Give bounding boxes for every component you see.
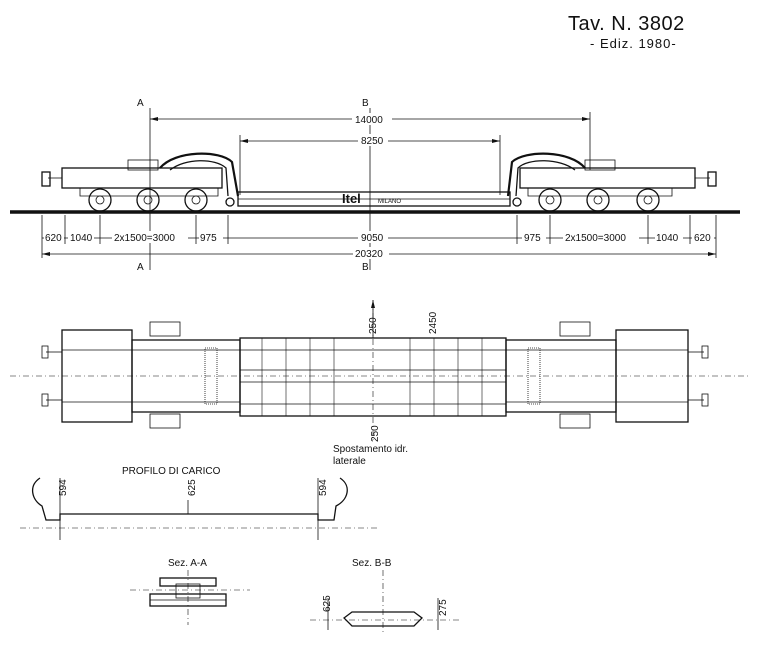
section-mark-a-top: A <box>137 98 144 109</box>
section-mark-b-top: B <box>362 98 369 109</box>
dim-label-275-bb: 275 <box>438 599 449 616</box>
dim-label-8250: 8250 <box>361 136 384 147</box>
dim-label-20320: 20320 <box>355 249 383 260</box>
right-bogie-assembly <box>506 152 717 212</box>
dimension-20320: 20320 <box>42 247 716 260</box>
dim-label-14000: 14000 <box>355 115 383 126</box>
dimension-14000: 14000 <box>150 112 591 170</box>
load-profile: PROFILO DI CARICO 594 625 594 <box>20 466 380 540</box>
dim-label-620-left: 620 <box>45 233 62 244</box>
dim-label-9050: 9050 <box>361 233 384 244</box>
section-bb-title: Sez. B-B <box>352 558 392 569</box>
dim-label-2450: 2450 <box>428 311 439 334</box>
dim-label-bogie-left: 2x1500=3000 <box>114 233 175 244</box>
dim-label-975-left: 975 <box>200 233 217 244</box>
plan-view: 250 2450 250 Spostamento idr. laterale <box>10 300 750 467</box>
note-hydraulic-line1: Spostamento idr. <box>333 444 408 455</box>
title-block: Tav. N. 3802 - Ediz. 1980- <box>568 13 685 51</box>
section-b-b: Sez. B-B 625 275 <box>310 558 460 635</box>
maker-logo: Itel <box>342 191 361 206</box>
dim-label-975-right: 975 <box>524 233 541 244</box>
dim-label-1040-right: 1040 <box>656 233 679 244</box>
dim-label-1040-left: 1040 <box>70 233 93 244</box>
load-profile-title: PROFILO DI CARICO <box>122 466 221 477</box>
side-elevation-view: A B A B 14000 8250 <box>10 98 740 273</box>
table-number: Tav. N. 3802 <box>568 13 685 35</box>
dim-label-625-bb: 625 <box>322 595 333 612</box>
dim-label-bogie-right: 2x1500=3000 <box>565 233 626 244</box>
edition-label: - Ediz. 1980- <box>590 36 677 51</box>
dimension-8250: 8250 <box>239 134 501 195</box>
dim-label-625: 625 <box>187 479 198 496</box>
section-mark-b-bottom: B <box>362 262 369 273</box>
note-hydraulic-line2: laterale <box>333 456 366 467</box>
depressed-center-deck: Itel MILANO <box>225 191 522 207</box>
dim-label-594-left: 594 <box>58 479 69 496</box>
dim-label-594-right: 594 <box>318 479 329 496</box>
section-a-a: Sez. A-A <box>130 558 250 625</box>
dimension-chain-bottom: 620 1040 2x1500=3000 975 9050 975 2x1500… <box>41 215 717 258</box>
left-bogie-assembly <box>41 152 240 212</box>
dim-label-620-right: 620 <box>694 233 711 244</box>
maker-city: MILANO <box>378 199 401 205</box>
dim-label-250-top: 250 <box>368 317 379 334</box>
section-mark-a-bottom: A <box>137 262 144 273</box>
dim-label-250-bottom: 250 <box>370 425 381 442</box>
section-aa-title: Sez. A-A <box>168 558 207 569</box>
